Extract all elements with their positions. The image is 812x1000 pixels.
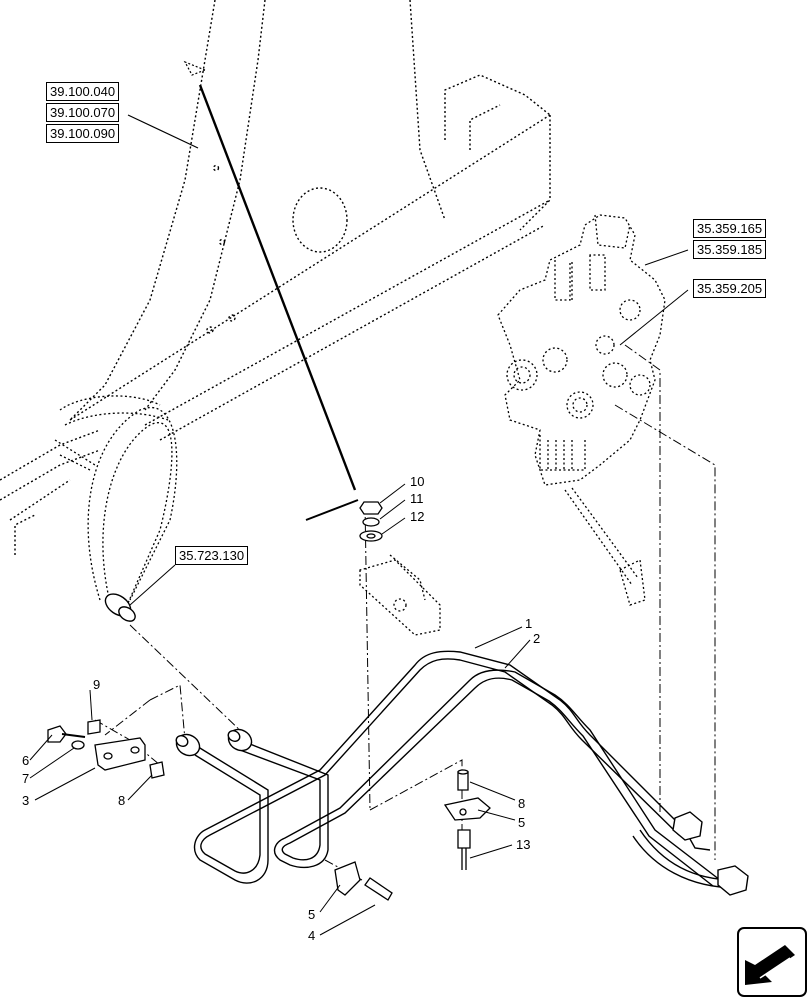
ref-frame-2[interactable]: 39.100.070	[46, 103, 120, 122]
clamp-right	[334, 769, 491, 901]
callout-4: 4	[308, 928, 316, 943]
mounting-bracket	[359, 554, 441, 636]
callout-9: 9	[93, 677, 101, 692]
callout-5b: 5	[518, 815, 526, 830]
frame-reference-group: 39.100.040 39.100.070 39.100.090	[46, 82, 120, 145]
callout-12: 12	[410, 509, 425, 524]
loader-frame	[0, 0, 551, 555]
ref-hose[interactable]: 35.723.130	[175, 546, 249, 565]
pipe-nuts	[175, 728, 749, 896]
hardware-stack	[359, 501, 383, 542]
hose-routing	[54, 395, 178, 611]
callout-11: 11	[410, 491, 424, 506]
ref-valve-1[interactable]: 35.359.165	[693, 219, 767, 238]
callout-5a: 5	[308, 907, 316, 922]
callout-10: 10	[410, 474, 425, 489]
clamp-left	[47, 719, 165, 779]
callout-8b: 8	[518, 796, 526, 811]
ref-valve-port[interactable]: 35.359.205	[693, 279, 767, 298]
callout-2: 2	[533, 631, 541, 646]
ref-frame-3[interactable]: 39.100.090	[46, 124, 120, 143]
valve-reference-group: 35.359.165 35.359.185	[693, 219, 767, 261]
control-valve	[497, 214, 666, 606]
center-lines	[94, 344, 716, 881]
ref-frame-1[interactable]: 39.100.040	[46, 82, 120, 101]
arrow-back-icon[interactable]	[737, 927, 807, 997]
hose-end-fitting	[104, 593, 136, 622]
ref-valve-2[interactable]: 35.359.185	[693, 240, 767, 259]
callout-7: 7	[22, 771, 30, 786]
hydraulic-pipes	[193, 650, 739, 889]
callout-8a: 8	[118, 793, 126, 808]
callout-6: 6	[22, 753, 30, 768]
callout-13: 13	[516, 837, 531, 852]
callout-leaders	[29, 249, 689, 936]
leader-lines	[127, 60, 359, 521]
callout-1: 1	[525, 616, 533, 631]
callout-3: 3	[22, 793, 30, 808]
